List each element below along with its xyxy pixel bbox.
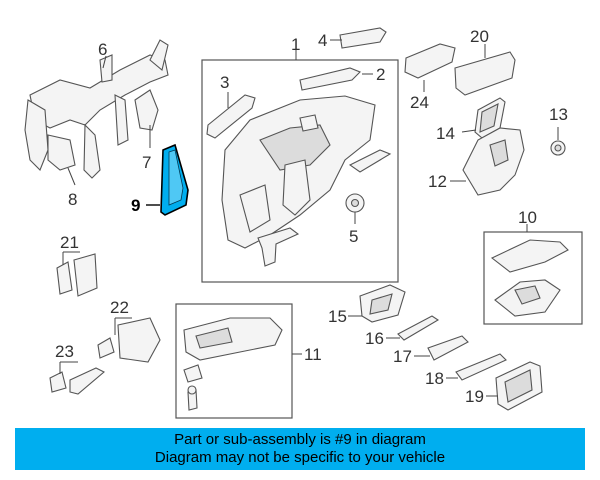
banner-line-2: Diagram may not be specific to your vehi… [154, 449, 446, 466]
part-19-panel [495, 361, 543, 411]
part-20-panel [454, 51, 516, 96]
part-4-cover [339, 27, 387, 49]
part-10-assembly [490, 239, 569, 317]
part-24-cover [404, 43, 456, 79]
callout-7: 7 [142, 153, 151, 172]
part-12-console [462, 127, 525, 196]
callout-22: 22 [110, 298, 129, 317]
leader-8 [67, 167, 76, 186]
box-10 [483, 231, 583, 325]
part-11-assembly [183, 317, 283, 411]
callout-13: 13 [549, 105, 568, 124]
callout-14: 14 [436, 124, 455, 143]
parts-diagram: 6 7 8 9 1 2 3 4 5 [24, 27, 583, 419]
banner-line-1: Part or sub-assembly is #9 in diagram [174, 431, 426, 448]
part-3-trim [206, 94, 256, 139]
callout-1: 1 [291, 35, 300, 54]
part-1-instrument-panel [221, 95, 376, 249]
part-17-strip [427, 335, 469, 361]
callout-18: 18 [425, 369, 444, 388]
part-23-bracket [49, 367, 105, 395]
callout-10: 10 [518, 208, 537, 227]
part-16-strip [397, 315, 440, 341]
box-1-instrument-panel [201, 59, 399, 283]
callout-8: 8 [68, 190, 77, 209]
callout-2: 2 [376, 65, 385, 84]
part-9-highlighted [160, 143, 189, 216]
part-14-bezel [474, 97, 506, 139]
callout-21: 21 [60, 233, 79, 252]
part-trim-strip [348, 149, 392, 173]
callout-24: 24 [410, 93, 429, 112]
part-21-bracket [56, 253, 98, 297]
part-13-cap [550, 140, 566, 156]
part-6-crossbeam [24, 39, 169, 179]
callout-17: 17 [393, 347, 412, 366]
callout-16: 16 [365, 329, 384, 348]
callout-6: 6 [98, 40, 107, 59]
callout-12: 12 [428, 172, 447, 191]
part-2-trim [299, 67, 361, 91]
part-15-panel [359, 284, 406, 323]
callout-5: 5 [349, 227, 358, 246]
callout-4: 4 [318, 31, 327, 50]
part-duct [257, 227, 300, 267]
info-banner: Part or sub-assembly is #9 in diagram Di… [15, 428, 585, 470]
box-11 [175, 303, 293, 419]
callout-19: 19 [465, 387, 484, 406]
part-5-knob [345, 193, 365, 213]
callout-20: 20 [470, 27, 489, 46]
callout-11: 11 [304, 345, 322, 364]
callout-15: 15 [328, 307, 347, 326]
callout-23: 23 [55, 342, 74, 361]
callout-9: 9 [131, 196, 140, 215]
leader-14 [461, 129, 477, 133]
leader-6 [102, 55, 107, 69]
part-18-strip [455, 353, 507, 381]
callout-3: 3 [220, 73, 229, 92]
part-22-bracket [97, 317, 161, 363]
